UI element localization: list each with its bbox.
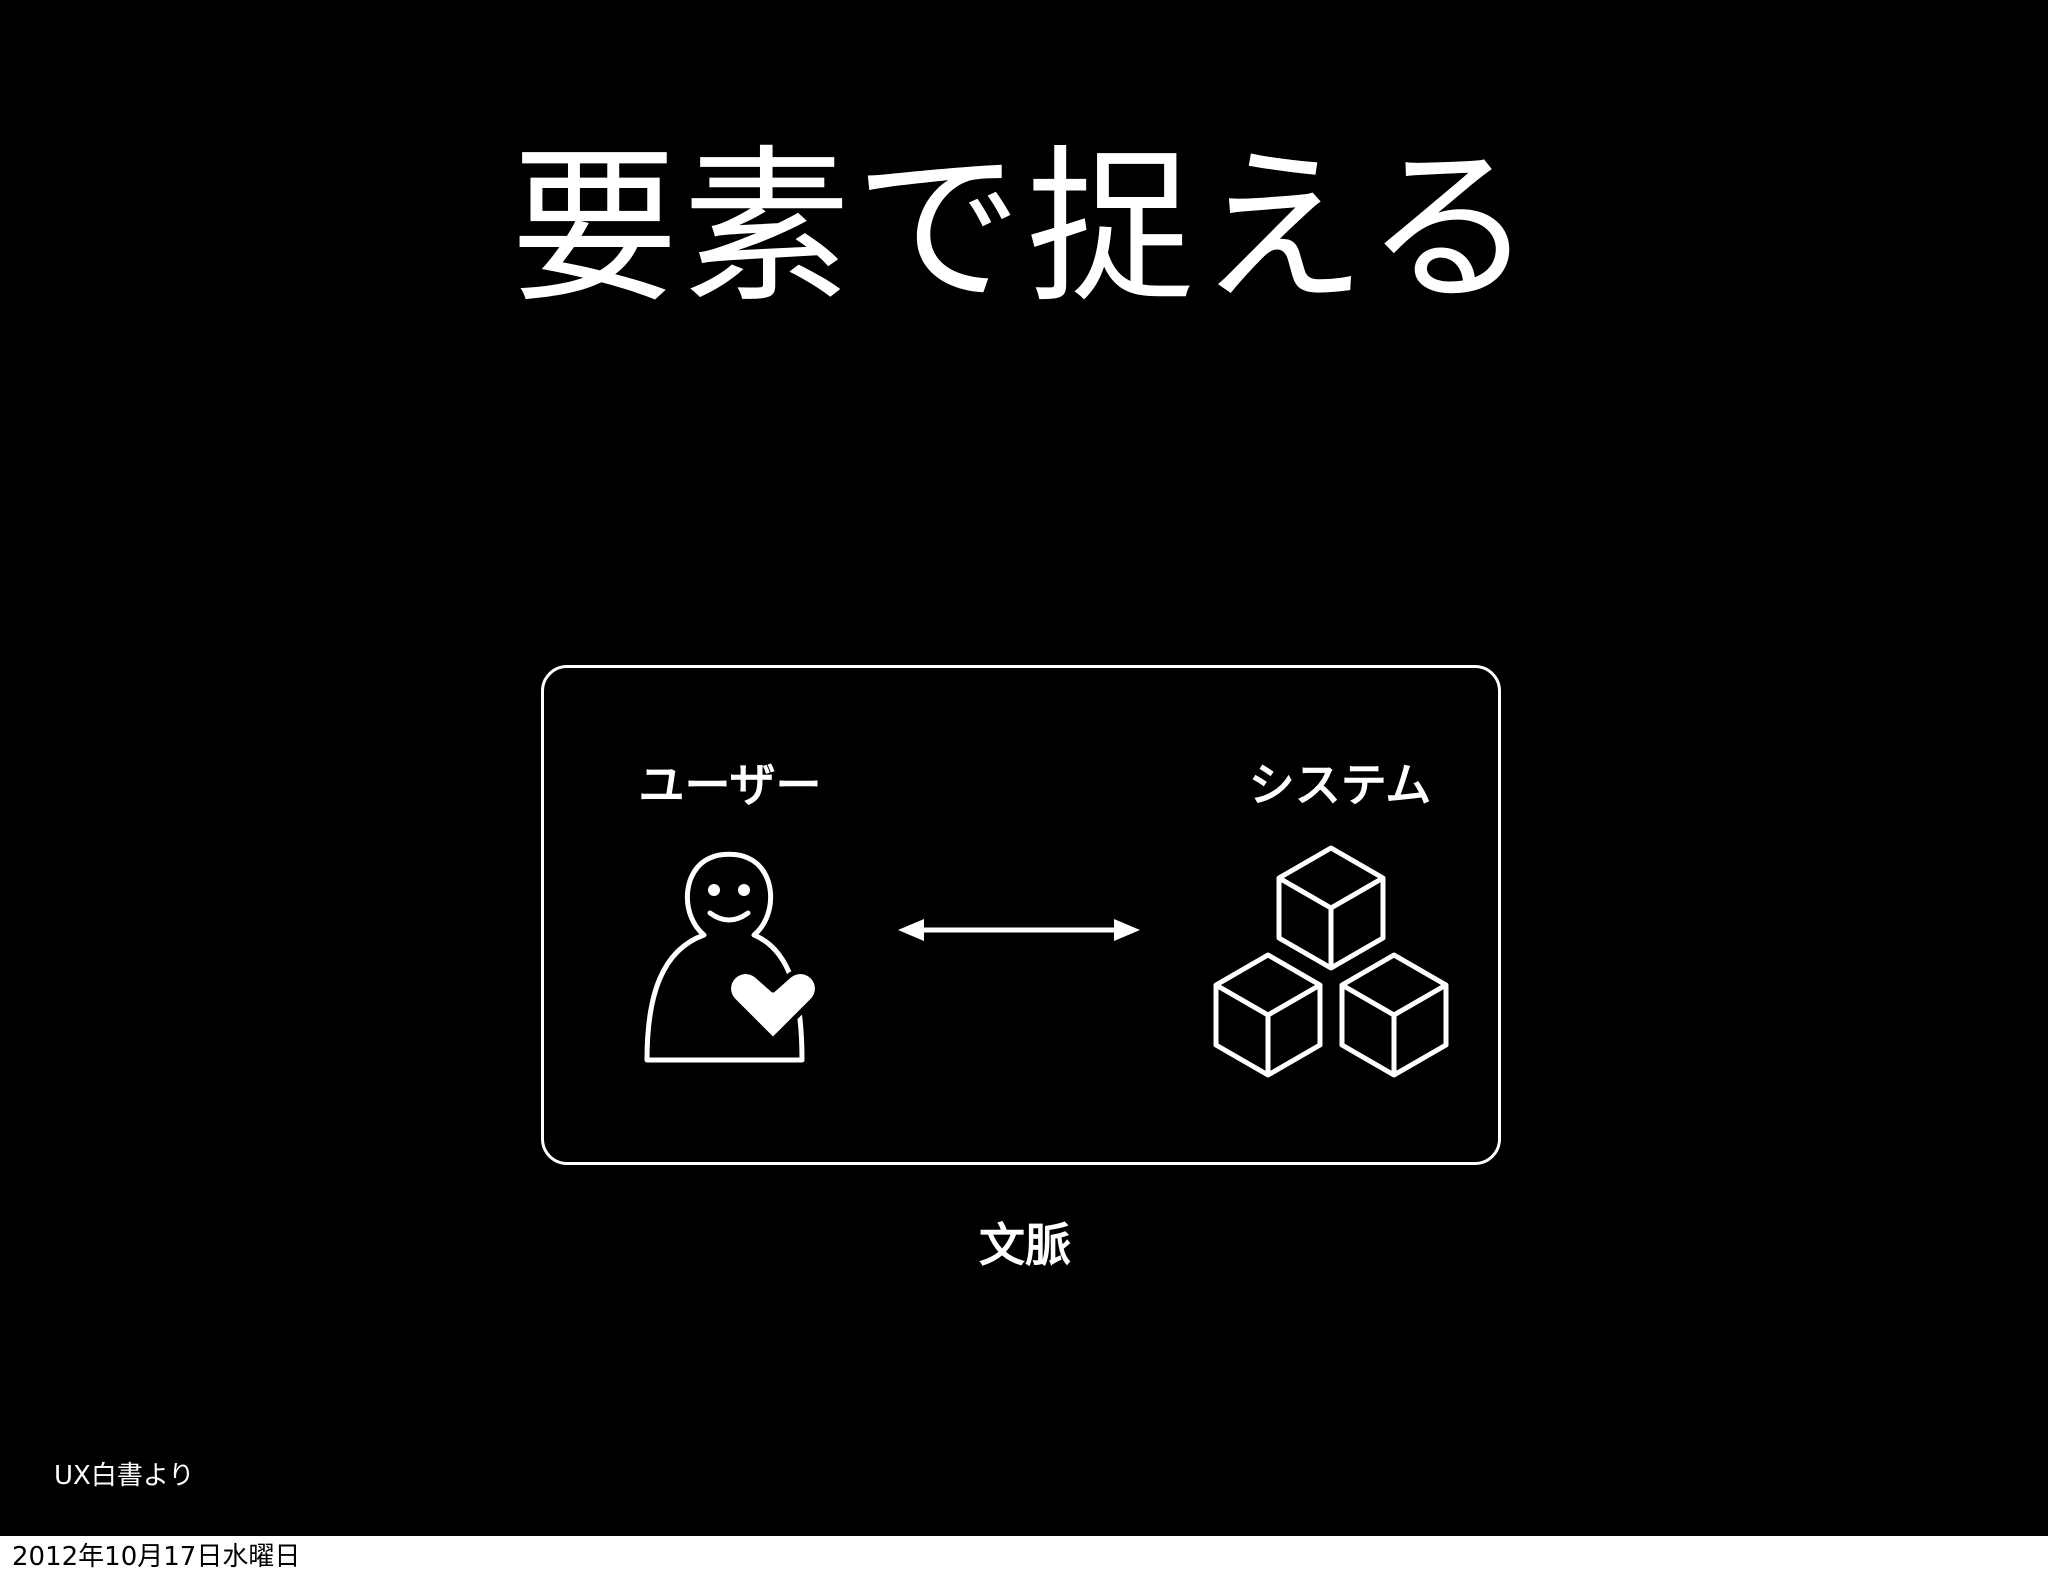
double-arrow-icon (898, 919, 1140, 941)
system-label: システム (1248, 758, 1432, 812)
person-with-heart-icon (644, 851, 820, 1063)
slide-title: 要素で捉える (510, 130, 1538, 326)
stacked-cubes-icon (1213, 845, 1449, 1078)
slide: 要素で捉える ユーザー システム 文脈 UX白 (0, 0, 2048, 1536)
context-label: 文脈 (979, 1218, 1071, 1272)
user-label: ユーザー (638, 758, 822, 812)
source-note: UX白書より (54, 1461, 195, 1491)
footer-date: 2012年10月17日水曜日 (12, 1542, 301, 1572)
context-box (541, 665, 1501, 1165)
